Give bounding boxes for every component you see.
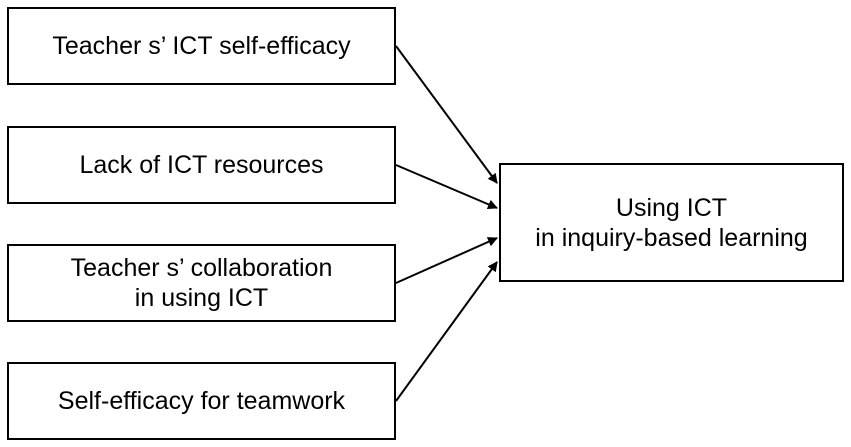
- input-box-label-line: in using ICT: [134, 284, 269, 312]
- input-box-label-line: Self-efficacy for teamwork: [57, 387, 346, 415]
- input-box-collaboration: Teacher s’ collaboration in using ICT: [7, 244, 396, 322]
- input-box-label: Self-efficacy for teamwork: [58, 386, 345, 416]
- input-box-ict-self-efficacy: Teacher s’ ICT self-efficacy: [7, 7, 396, 85]
- input-box-label: Teacher s’ collaboration in using ICT: [71, 253, 333, 313]
- input-box-teamwork-self-efficacy: Self-efficacy for teamwork: [7, 362, 396, 440]
- output-box-label: Using ICT in inquiry-based learning: [535, 193, 807, 253]
- input-box-label: Teacher s’ ICT self-efficacy: [52, 31, 350, 61]
- input-box-label-line: Teacher s’ collaboration: [70, 254, 333, 282]
- arrow-self-efficacy-to-output: [395, 45, 498, 184]
- input-box-label: Lack of ICT resources: [79, 150, 323, 180]
- input-box-lack-of-resources: Lack of ICT resources: [7, 126, 396, 204]
- arrow-resources-to-output: [395, 164, 498, 210]
- output-box-using-ict: Using ICT in inquiry-based learning: [499, 163, 844, 282]
- output-box-label-line: Using ICT: [615, 193, 728, 222]
- input-box-label-line: Teacher s’ ICT self-efficacy: [52, 32, 351, 60]
- output-box-label-line: in inquiry-based learning: [535, 223, 808, 252]
- arrow-collaboration-to-output: [395, 237, 498, 284]
- input-box-label-line: Lack of ICT resources: [79, 151, 324, 179]
- arrow-teamwork-to-output: [395, 261, 498, 402]
